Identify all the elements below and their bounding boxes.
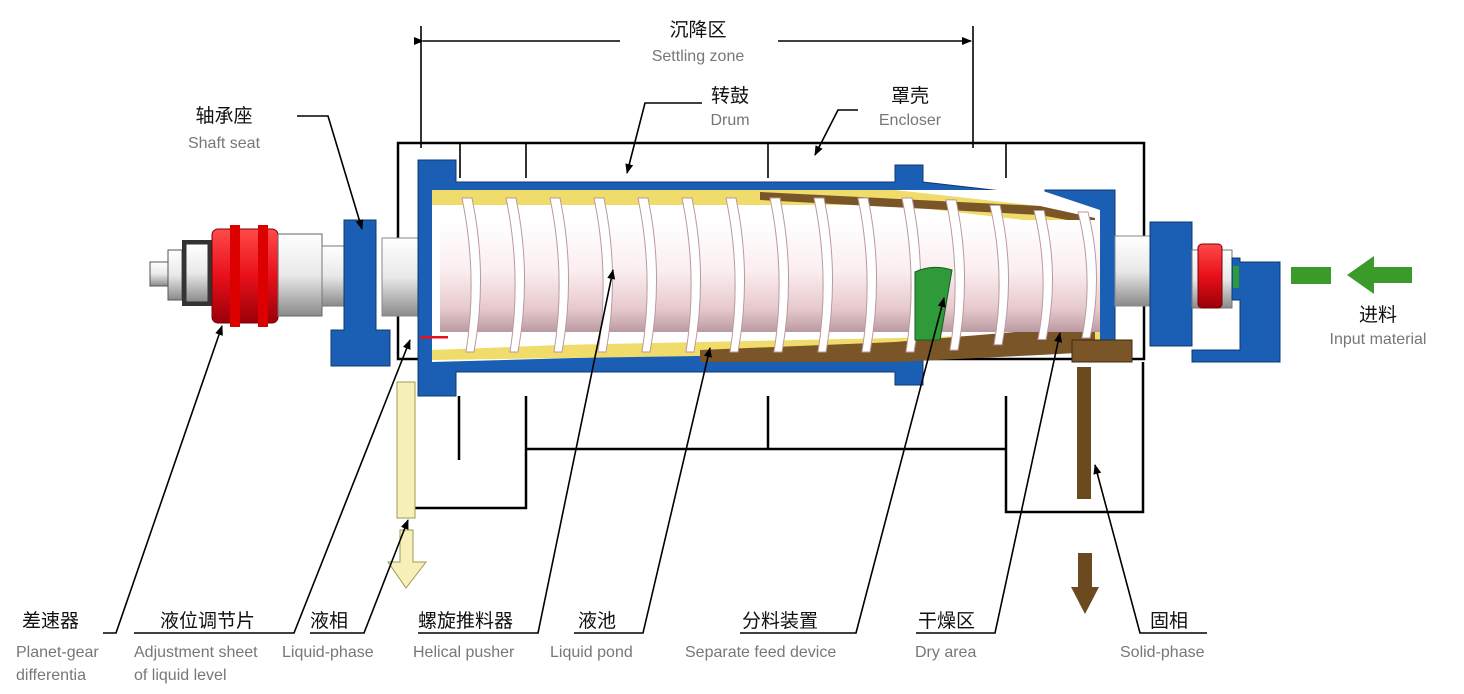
screw-flight bbox=[1077, 211, 1097, 339]
svg-text:Liquid-phase: Liquid-phase bbox=[282, 644, 374, 661]
svg-text:Separate feed device: Separate feed device bbox=[685, 644, 836, 661]
label-encloser: 罩壳 Encloser bbox=[879, 85, 942, 129]
outlets bbox=[387, 367, 1099, 614]
screw-flight bbox=[857, 197, 878, 353]
svg-text:固相: 固相 bbox=[1150, 610, 1188, 632]
screw-flight bbox=[769, 197, 790, 353]
screw-flight bbox=[945, 199, 966, 351]
label-liquid-phase: 液相 Liquid-phase bbox=[282, 610, 374, 661]
leader-lines bbox=[103, 102, 1207, 634]
svg-text:Adjustment sheet: Adjustment sheet bbox=[134, 644, 258, 661]
label-feed-device: 分料装置 Separate feed device bbox=[685, 610, 836, 661]
liquid-outlet-pipe bbox=[396, 381, 416, 519]
label-solid-phase: 固相 Solid-phase bbox=[1120, 610, 1205, 661]
screw-flight bbox=[549, 197, 570, 353]
screw-flight bbox=[813, 197, 834, 353]
screw-flight bbox=[637, 197, 658, 353]
solid-outlet-pipe bbox=[1077, 367, 1091, 499]
svg-text:of liquid level: of liquid level bbox=[134, 667, 227, 684]
svg-text:进料: 进料 bbox=[1359, 304, 1397, 326]
label-differential: 差速器 Planet-gear differentia bbox=[16, 610, 99, 684]
svg-text:Planet-gear: Planet-gear bbox=[16, 644, 99, 661]
svg-text:Dry area: Dry area bbox=[915, 644, 976, 661]
screw-flight bbox=[681, 197, 702, 353]
settling-zone-dimension bbox=[414, 26, 974, 148]
label-dry-area: 干燥区 Dry area bbox=[915, 610, 976, 661]
svg-text:Helical pusher: Helical pusher bbox=[413, 644, 515, 661]
screw-flight bbox=[593, 197, 614, 353]
label-shaft-seat: 轴承座 Shaft seat bbox=[188, 105, 261, 152]
solid-outlet-arrow bbox=[1071, 553, 1099, 614]
svg-text:干燥区: 干燥区 bbox=[918, 610, 975, 632]
label-input-material: 进料 Input material bbox=[1330, 304, 1427, 348]
left-drive-assembly bbox=[149, 219, 419, 367]
svg-text:differentia: differentia bbox=[16, 667, 86, 684]
screw-flight bbox=[461, 197, 482, 353]
screw-flight bbox=[989, 204, 1009, 346]
screw-flight bbox=[505, 197, 526, 353]
svg-text:Encloser: Encloser bbox=[879, 112, 942, 129]
label-level-sheet: 液位调节片 Adjustment sheet of liquid level bbox=[134, 610, 258, 684]
svg-text:液池: 液池 bbox=[578, 610, 616, 632]
feed-bar bbox=[1291, 267, 1331, 284]
screw-flight bbox=[1033, 209, 1053, 341]
svg-text:Solid-phase: Solid-phase bbox=[1120, 644, 1205, 661]
svg-text:Input material: Input material bbox=[1330, 331, 1427, 348]
svg-text:Drum: Drum bbox=[710, 112, 749, 129]
feed-arrow-icon bbox=[1347, 256, 1412, 294]
feed-arrows bbox=[1291, 256, 1412, 294]
label-drum: 转鼓 Drum bbox=[710, 85, 749, 129]
label-helical-pusher: 螺旋推料器 Helical pusher bbox=[413, 610, 515, 661]
svg-text:螺旋推料器: 螺旋推料器 bbox=[418, 610, 513, 632]
label-settling-zone: 沉降区 Settling zone bbox=[652, 19, 745, 65]
liquid-outlet-arrow bbox=[387, 529, 428, 589]
svg-text:沉降区: 沉降区 bbox=[669, 19, 726, 41]
drum-body bbox=[417, 159, 1116, 397]
svg-text:液相: 液相 bbox=[310, 610, 348, 632]
svg-text:转鼓: 转鼓 bbox=[711, 85, 749, 107]
svg-text:分料装置: 分料装置 bbox=[742, 610, 818, 632]
svg-text:罩壳: 罩壳 bbox=[891, 85, 929, 107]
svg-text:Shaft seat: Shaft seat bbox=[188, 135, 261, 152]
svg-text:差速器: 差速器 bbox=[22, 610, 79, 632]
label-liquid-pond: 液池 Liquid pond bbox=[550, 610, 633, 661]
right-drive-assembly bbox=[1071, 221, 1281, 363]
screw-flight bbox=[725, 197, 746, 353]
svg-text:Liquid pond: Liquid pond bbox=[550, 644, 633, 661]
svg-text:Settling zone: Settling zone bbox=[652, 48, 745, 65]
svg-text:液位调节片: 液位调节片 bbox=[160, 610, 255, 632]
svg-text:轴承座: 轴承座 bbox=[195, 105, 252, 127]
